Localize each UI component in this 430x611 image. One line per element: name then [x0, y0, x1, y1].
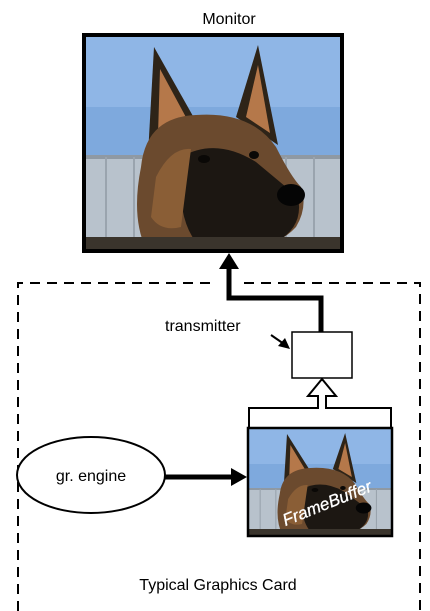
monitor-frame: [82, 33, 344, 253]
transmitter-label: transmitter: [165, 318, 241, 335]
monitor-dog-image: [86, 37, 340, 249]
framebuffer: FrameBuffer: [246, 426, 394, 538]
monitor-label: Monitor: [202, 11, 256, 28]
graphics-engine: gr. engine: [16, 436, 166, 514]
monitor: [82, 33, 344, 253]
output-arrow: [219, 253, 324, 332]
framebuffer-frame: [246, 426, 394, 538]
graphics-card-label: Typical Graphics Card: [139, 577, 296, 594]
engine-to-framebuffer-arrow: [165, 468, 247, 486]
framebuffer-dog-image: [249, 429, 391, 535]
graphics-engine-label: gr. engine: [56, 468, 126, 485]
transmitter-pointer-arrow: [270, 334, 290, 349]
transmitter-box: [291, 331, 353, 379]
framebuffer-to-transmitter-arrow: [248, 377, 392, 428]
graphics-card-boundary: [17, 282, 421, 611]
